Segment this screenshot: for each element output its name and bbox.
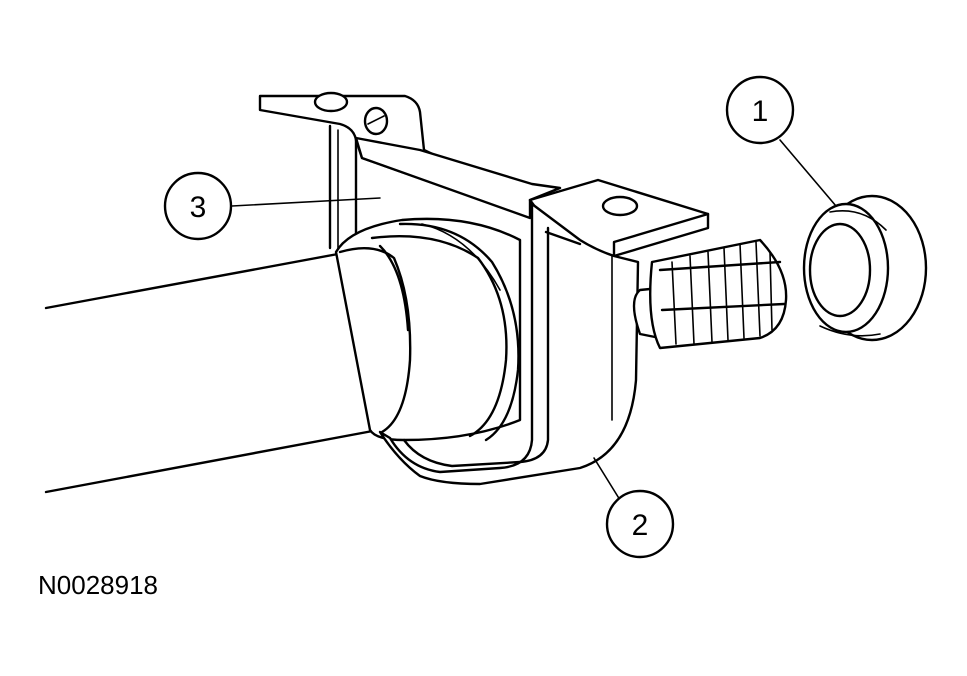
driveshaft-tube [44, 252, 380, 494]
callout-1: 1 [725, 75, 837, 207]
callout-3: 3 [163, 171, 381, 241]
callout-1-label: 1 [752, 95, 769, 128]
bracket-side [328, 124, 358, 251]
seal-ring [802, 194, 928, 342]
bracket-strap [378, 202, 640, 486]
figure-id: N0028918 [38, 570, 158, 600]
callout-3-label: 3 [190, 191, 207, 224]
splined-stub-shaft [632, 238, 788, 350]
bearing-cushion [334, 217, 522, 442]
callout-2-label: 2 [632, 509, 649, 542]
callout-2: 2 [593, 457, 675, 559]
